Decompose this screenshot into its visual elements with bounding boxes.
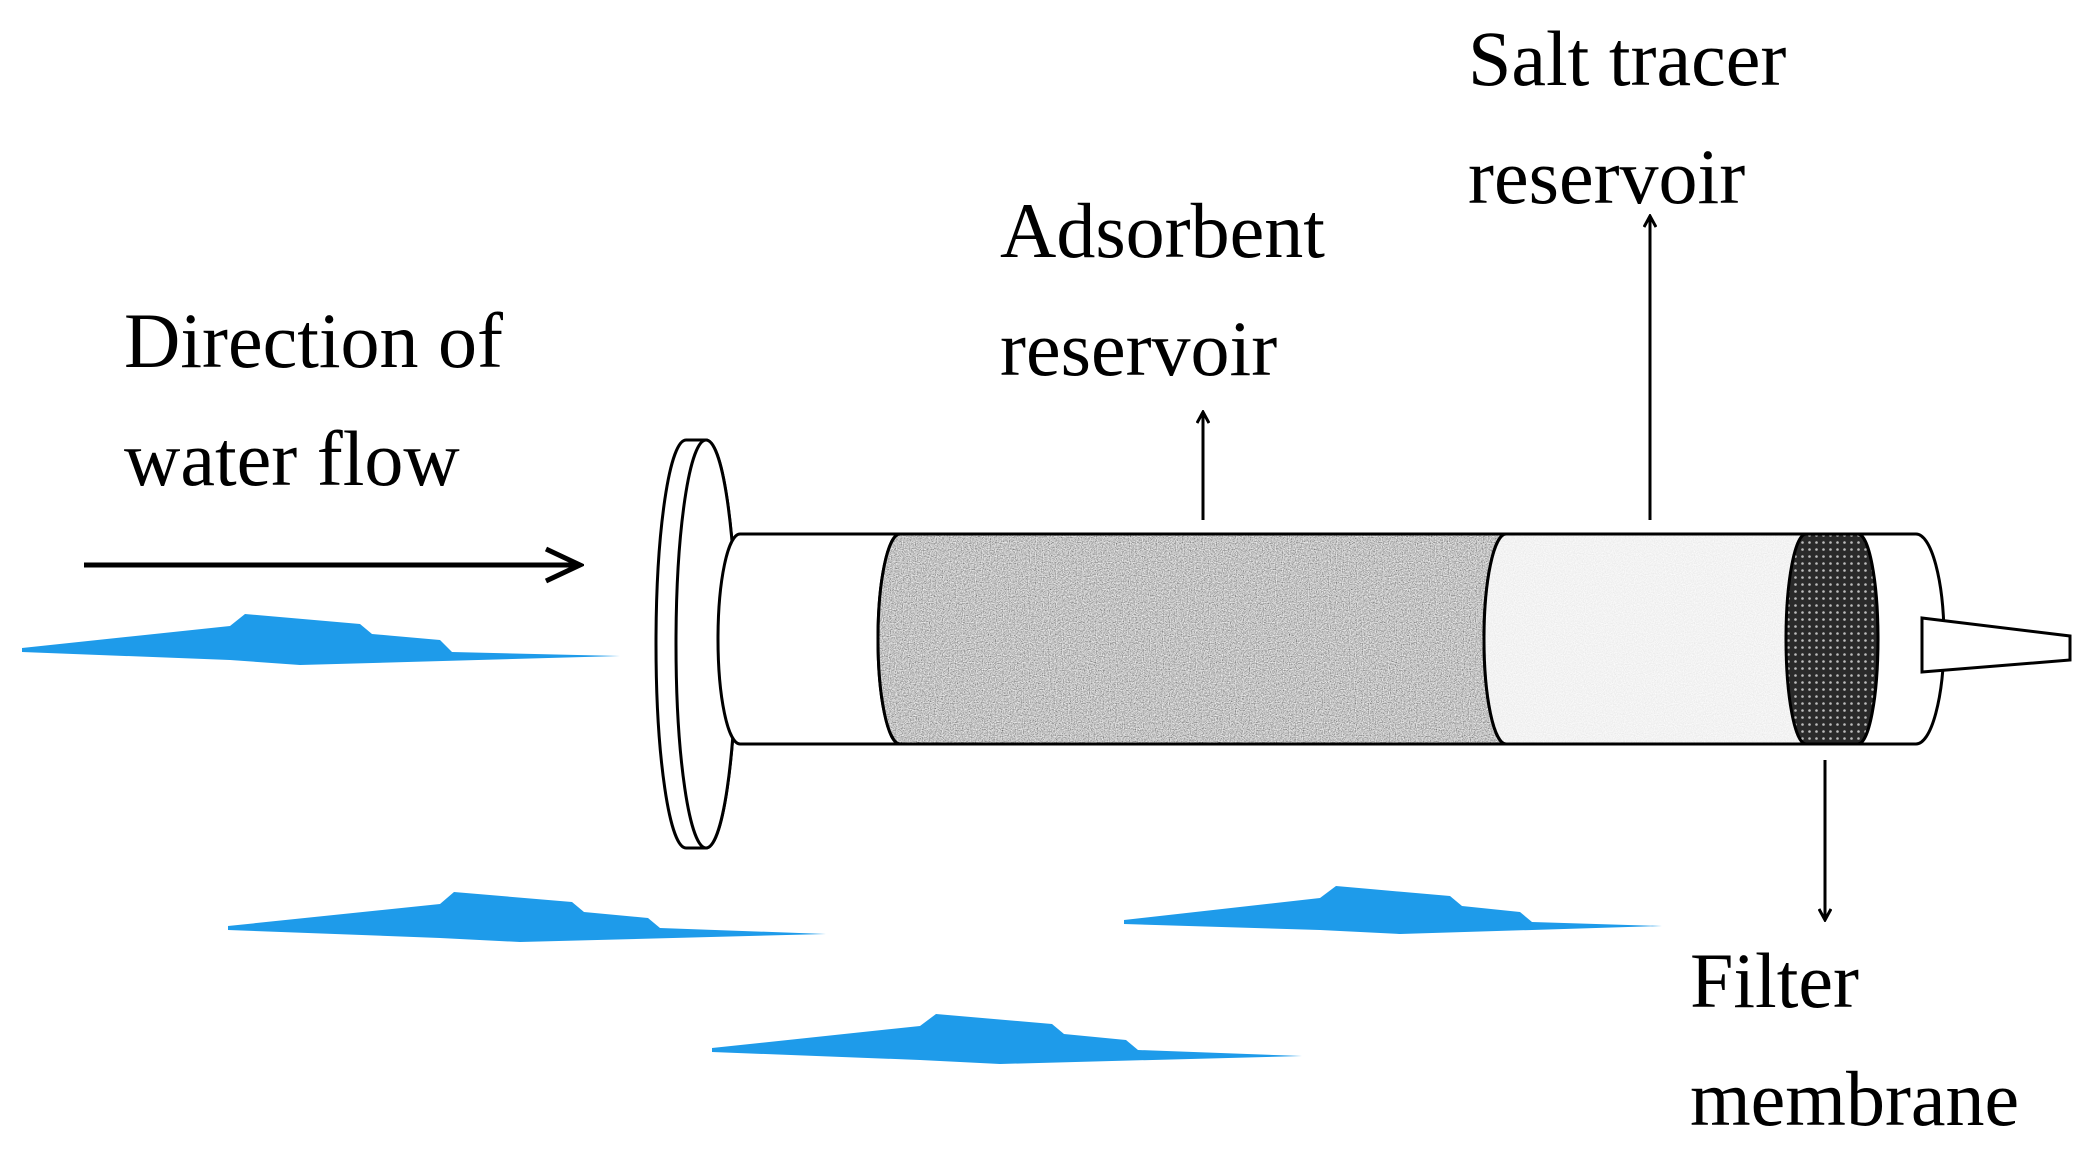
direction-label-line2: water flow — [124, 415, 460, 502]
filter-label-line2: membrane — [1690, 1055, 2020, 1142]
direction-of-flow-label: Direction of water flow — [124, 282, 503, 518]
sampler-neck — [716, 532, 902, 746]
filter-label-line1: Filter — [1690, 937, 1859, 1024]
salt-tracer-reservoir-label: Salt tracer reservoir — [1468, 0, 1786, 236]
water-waves — [22, 614, 1662, 1064]
water-wave-4 — [712, 1014, 1302, 1064]
sampler-nozzle — [1920, 616, 2072, 674]
filter-membrane-label: Filter membrane — [1690, 922, 2019, 1158]
adsorbent-label-line2: reservoir — [1000, 305, 1278, 392]
adsorbent-reservoir-label: Adsorbent reservoir — [1000, 172, 1325, 408]
adsorbent-reservoir — [876, 532, 1508, 746]
water-wave-3 — [1124, 886, 1662, 934]
sampler-end — [1857, 532, 1946, 746]
salt-label-line1: Salt tracer — [1468, 15, 1787, 102]
filter-membrane — [1784, 532, 1880, 746]
water-wave-2 — [228, 892, 826, 942]
salt-label-line2: reservoir — [1468, 133, 1746, 220]
adsorbent-label-line1: Adsorbent — [1000, 187, 1325, 274]
salt-tracer-reservoir — [1482, 532, 1808, 746]
water-wave-1 — [22, 614, 620, 665]
sampler — [654, 438, 2072, 850]
direction-label-line1: Direction of — [124, 297, 504, 384]
